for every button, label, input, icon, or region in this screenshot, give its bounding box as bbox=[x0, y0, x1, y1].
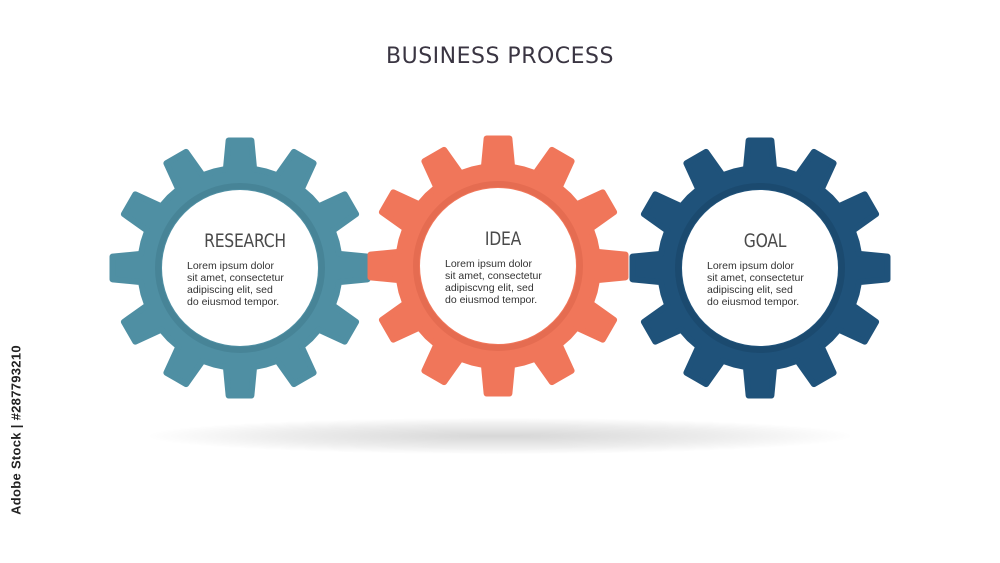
stock-id-watermark: Adobe Stock | #287793210 bbox=[4, 330, 28, 530]
gear-idea-text: IDEA Lorem ipsum dolor sit amet, consect… bbox=[443, 228, 563, 306]
gear-research: RESEARCH Lorem ipsum dolor sit amet, con… bbox=[109, 137, 371, 399]
gear-research-icon bbox=[109, 137, 371, 399]
gear-idea-label: IDEA bbox=[484, 228, 522, 250]
gear-research-description: Lorem ipsum dolor sit amet, consectetur … bbox=[187, 260, 284, 308]
gear-research-inner-ring bbox=[155, 183, 325, 353]
gear-goal-center bbox=[682, 190, 838, 346]
gear-goal-label: GOAL bbox=[743, 230, 787, 252]
gear-research-label: RESEARCH bbox=[204, 230, 286, 252]
gear-idea-inner-ring bbox=[413, 181, 583, 351]
gear-research-text: RESEARCH Lorem ipsum dolor sit amet, con… bbox=[185, 230, 305, 308]
gear-goal-text: GOAL Lorem ipsum dolor sit amet, consect… bbox=[705, 230, 825, 308]
gear-goal-inner-ring bbox=[675, 183, 845, 353]
gear-goal-description: Lorem ipsum dolor sit amet, consectetur … bbox=[707, 260, 804, 308]
diagram-title: BUSINESS PROCESS bbox=[386, 44, 614, 69]
gear-idea: IDEA Lorem ipsum dolor sit amet, consect… bbox=[367, 135, 629, 397]
gear-idea-center bbox=[420, 188, 576, 344]
gear-research-center bbox=[162, 190, 318, 346]
gear-goal: GOAL Lorem ipsum dolor sit amet, consect… bbox=[629, 137, 891, 399]
gear-idea-icon bbox=[367, 135, 629, 397]
gear-idea-description: Lorem ipsum dolor sit amet, consectetur … bbox=[445, 258, 542, 306]
gear-goal-icon bbox=[629, 137, 891, 399]
ground-shadow bbox=[150, 418, 850, 454]
stock-id-text: Adobe Stock | #287793210 bbox=[8, 345, 24, 515]
